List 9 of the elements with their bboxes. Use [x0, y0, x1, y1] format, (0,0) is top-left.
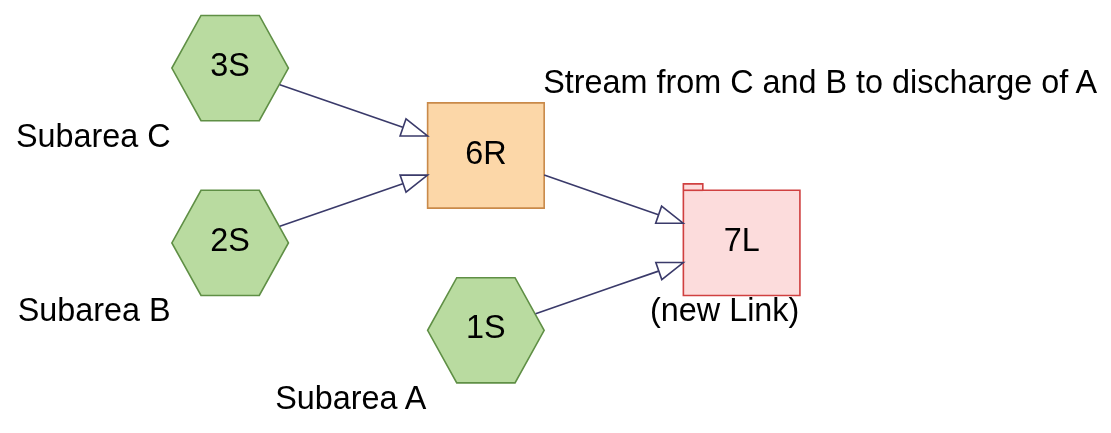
node-label: Subarea B [17, 291, 171, 328]
arrow [543, 173, 686, 224]
node-label: Subarea A [275, 379, 427, 416]
arrow [279, 173, 430, 227]
node-box: 6R [426, 101, 545, 209]
arrow [279, 83, 430, 137]
node-label: Subarea C [16, 117, 171, 154]
arrow [534, 261, 686, 314]
node-label: Stream from C and B to discharge of A [543, 63, 1098, 100]
